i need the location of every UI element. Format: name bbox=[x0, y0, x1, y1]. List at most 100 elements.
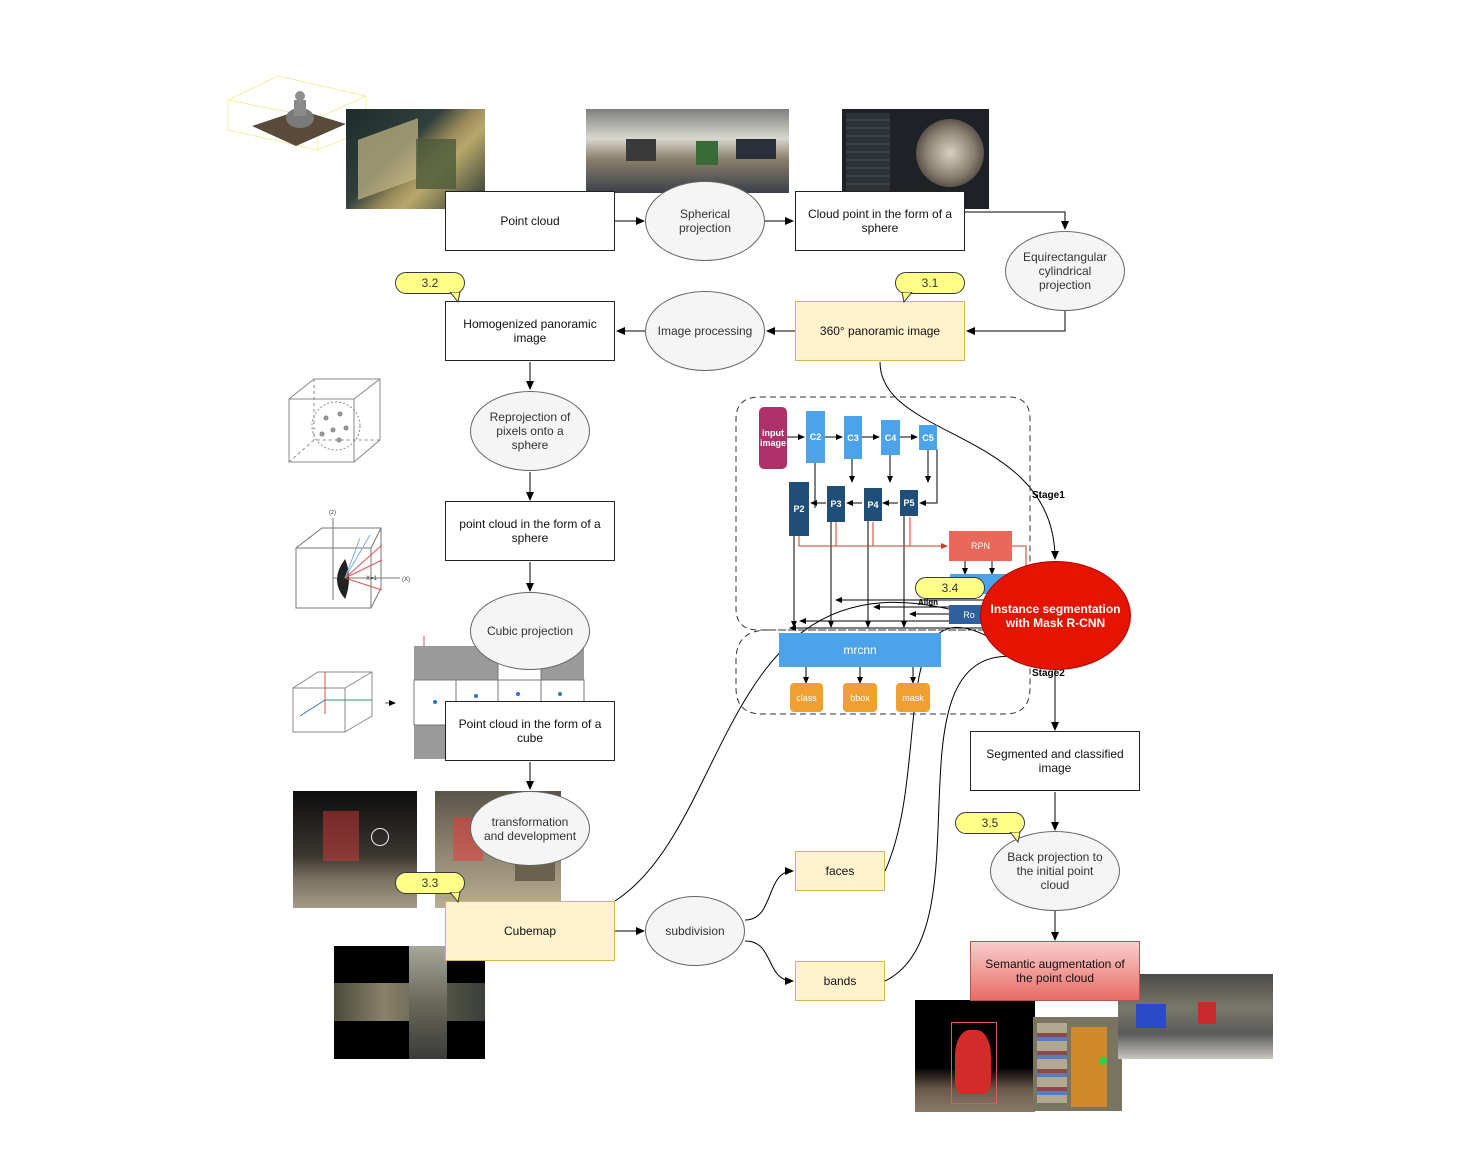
p5-block: P5 bbox=[900, 490, 918, 516]
c4-label: C4 bbox=[884, 432, 897, 443]
point-cloud-node[interactable]: Point cloud bbox=[445, 191, 615, 251]
tag-3-3: 3.3 bbox=[395, 872, 465, 894]
c5-label: C5 bbox=[922, 432, 934, 443]
subdivision-label: subdivision bbox=[665, 924, 725, 938]
tag-3-1-label: 3.1 bbox=[921, 276, 939, 290]
segmented-image-node[interactable]: Segmented and classified image bbox=[970, 731, 1140, 791]
panoramic-360-label: 360° panoramic image bbox=[819, 324, 941, 338]
input-image-block: input image bbox=[759, 407, 787, 469]
stage1-label: Stage1 bbox=[1032, 490, 1065, 501]
rpn-edges bbox=[798, 517, 1027, 573]
cubic-projection-node[interactable]: Cubic projection bbox=[470, 592, 590, 670]
c4-block: C4 bbox=[881, 420, 900, 455]
p5-label: P5 bbox=[903, 498, 915, 508]
segmented-statue-photo bbox=[915, 1000, 1035, 1112]
equirectangular-node[interactable]: Equirectangular cylindrical projection bbox=[1005, 231, 1125, 311]
c3-label: C3 bbox=[847, 432, 859, 443]
tag-3-3-pointer bbox=[449, 892, 461, 904]
mask-output: mask bbox=[896, 683, 930, 712]
svg-text:(z): (z) bbox=[329, 510, 336, 516]
mrcnn-label: mrcnn bbox=[843, 643, 877, 657]
homogenized-node[interactable]: Homogenized panoramic image bbox=[445, 301, 615, 361]
tag-3-1: 3.1 bbox=[895, 272, 965, 294]
tag-3-1-pointer bbox=[901, 292, 913, 304]
back-projection-label: Back projection to the initial point clo… bbox=[1007, 850, 1103, 892]
instance-segmentation-node[interactable]: Instance segmentation with Mask R-CNN bbox=[980, 561, 1131, 670]
align-label: Align bbox=[918, 598, 938, 607]
tag-3-2-pointer bbox=[449, 292, 461, 304]
semantic-panorama-photo bbox=[1118, 974, 1273, 1059]
spherical-panorama-photo bbox=[586, 109, 789, 193]
tag-3-4-label: 3.4 bbox=[941, 581, 959, 595]
equirectangular-label: Equirectangular cylindrical projection bbox=[1022, 250, 1108, 292]
faces-label: faces bbox=[825, 864, 855, 878]
stage2-label: Stage2 bbox=[1032, 668, 1065, 679]
roi-block: Ro bbox=[949, 605, 989, 624]
pc-sphere-label: point cloud in the form of a sphere bbox=[459, 517, 601, 545]
svg-text:(X): (X) bbox=[402, 577, 410, 583]
cloud-point-sphere-label: Cloud point in the form of a sphere bbox=[807, 207, 953, 235]
c2-label: C2 bbox=[809, 432, 822, 442]
mrcnn-block: mrcnn bbox=[779, 633, 941, 667]
p4-block: P4 bbox=[864, 488, 882, 521]
cubemap-node[interactable]: Cubemap bbox=[445, 901, 615, 961]
image-processing-label: Image processing bbox=[657, 324, 753, 338]
rpn-label: RPN bbox=[970, 541, 990, 551]
spherical-projection-node[interactable]: Spherical projection bbox=[645, 181, 765, 261]
subdivision-node[interactable]: subdivision bbox=[645, 896, 745, 966]
semantic-augmentation-node[interactable]: Semantic augmentation of the point cloud bbox=[970, 941, 1140, 1001]
class-output: class bbox=[790, 683, 823, 712]
image-processing-node[interactable]: Image processing bbox=[645, 291, 765, 371]
p3-label: P3 bbox=[830, 499, 842, 509]
class-label: class bbox=[796, 692, 817, 703]
c3-block: C3 bbox=[844, 416, 862, 459]
tag-3-4: 3.4 bbox=[915, 577, 985, 599]
mask-label: mask bbox=[902, 692, 924, 703]
homogenized-label: Homogenized panoramic image bbox=[463, 317, 597, 345]
transformation-label: transformation and development bbox=[483, 814, 577, 843]
c5-block: C5 bbox=[919, 425, 937, 450]
tag-3-2: 3.2 bbox=[395, 272, 465, 294]
semantic-augmentation-label: Semantic augmentation of the point cloud bbox=[985, 957, 1125, 985]
pc-sphere-node[interactable]: point cloud in the form of a sphere bbox=[445, 501, 615, 561]
cubemap-label: Cubemap bbox=[503, 924, 557, 938]
cubic-projection-label: Cubic projection bbox=[486, 624, 574, 638]
p4-label: P4 bbox=[867, 499, 879, 510]
spherical-projection-label: Spherical projection bbox=[678, 207, 732, 235]
tag-3-2-label: 3.2 bbox=[421, 276, 439, 290]
cube-ray-sketch: (z) (X) X=1 bbox=[295, 510, 410, 609]
transformation-node[interactable]: transformation and development bbox=[470, 791, 590, 866]
axis-cube-sketch bbox=[292, 671, 396, 733]
faces-node[interactable]: faces bbox=[795, 851, 885, 891]
back-projection-node[interactable]: Back projection to the initial point clo… bbox=[990, 831, 1120, 911]
input-image-label: input image bbox=[759, 428, 786, 448]
tag-3-3-label: 3.3 bbox=[421, 876, 439, 890]
rpn-block: RPN bbox=[949, 531, 1012, 561]
pc-cube-node[interactable]: Point cloud in the form of a cube bbox=[445, 701, 615, 761]
bands-node[interactable]: bands bbox=[795, 961, 885, 1001]
reprojection-label: Reprojection of pixels onto a sphere bbox=[489, 410, 571, 452]
c2-block: C2 bbox=[806, 411, 825, 463]
bands-label: bands bbox=[823, 974, 857, 988]
p2-block: P2 bbox=[789, 482, 809, 536]
p3-block: P3 bbox=[827, 486, 845, 522]
tag-3-5: 3.5 bbox=[955, 812, 1025, 834]
pc-cube-label: Point cloud in the form of a cube bbox=[458, 717, 602, 745]
stage1-container bbox=[735, 396, 1031, 631]
cubemap-photo bbox=[334, 946, 485, 1059]
instance-segmentation-label: Instance segmentation with Mask R-CNN bbox=[990, 601, 1121, 630]
tag-3-5-pointer bbox=[1009, 832, 1021, 844]
panoramic-360-node[interactable]: 360° panoramic image bbox=[795, 301, 965, 361]
bbox-label: bbox bbox=[850, 692, 870, 703]
reprojection-node[interactable]: Reprojection of pixels onto a sphere bbox=[470, 391, 590, 471]
p2-label: P2 bbox=[793, 504, 805, 514]
segmented-room-photo bbox=[1033, 1017, 1122, 1111]
roi-label: Ro bbox=[963, 609, 975, 620]
point-cloud-label: Point cloud bbox=[500, 214, 560, 228]
statue-wireframe-thumbnail bbox=[227, 75, 367, 151]
cloud-point-sphere-node[interactable]: Cloud point in the form of a sphere bbox=[795, 191, 965, 251]
tag-3-5-label: 3.5 bbox=[981, 816, 999, 830]
segmented-image-label: Segmented and classified image bbox=[986, 747, 1124, 775]
bbox-output: bbox bbox=[843, 683, 877, 712]
cube-sphere-sketch bbox=[288, 378, 381, 463]
